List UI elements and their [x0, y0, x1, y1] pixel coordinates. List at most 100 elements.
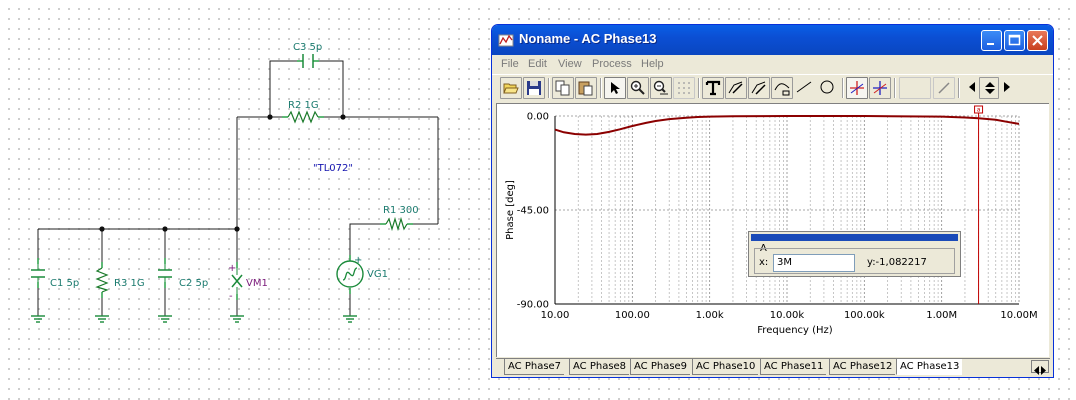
line-tool-button[interactable]: [794, 77, 816, 99]
cursor-a-icon: [850, 81, 864, 95]
grid-dots-icon: [678, 82, 690, 94]
copy-button[interactable]: [552, 77, 574, 99]
ac-phase-window: Noname - AC Phase13 File Edit View Proce…: [491, 24, 1054, 378]
cursor-x-input[interactable]: 3M: [773, 254, 855, 272]
label-r1: R1 300: [383, 205, 419, 216]
label-c3: C3 5p: [293, 42, 322, 53]
y-tick-label: -90.00: [517, 300, 549, 311]
label-vg1: VG1: [367, 269, 388, 280]
circle-icon: [820, 80, 834, 94]
x-tick-label: 1.00k: [696, 310, 724, 321]
label-vm1-minus: -: [229, 291, 233, 302]
menu-view[interactable]: View: [558, 58, 582, 70]
grid-button[interactable]: [673, 77, 695, 99]
nav-left-button[interactable]: [964, 77, 980, 99]
probe-pen-icon: [938, 82, 950, 94]
menu-help[interactable]: Help: [641, 58, 664, 70]
tab-ac-phase11[interactable]: AC Phase11: [760, 359, 827, 375]
folder-open-icon: [503, 83, 519, 94]
title-bar[interactable]: Noname - AC Phase13: [492, 25, 1053, 55]
cursor-readout[interactable]: A x: 3M y:-1,082217: [748, 231, 961, 277]
bode-curve-icon: [774, 83, 790, 96]
save-button[interactable]: [523, 77, 545, 99]
bode-tool-button[interactable]: [771, 77, 793, 99]
app-icon: [498, 34, 514, 47]
label-c2: C2 5p: [179, 278, 208, 289]
tab-scroll-arrows-icon: [1034, 366, 1046, 375]
label-r3: R3 1G: [114, 278, 145, 289]
x-tick-label: 10.00: [541, 310, 570, 321]
x-axis-label: Frequency (Hz): [757, 325, 833, 336]
paste-icon: [578, 81, 593, 96]
blank-button[interactable]: [899, 77, 931, 99]
phase-curve: [554, 115, 1020, 136]
minimize-button[interactable]: [981, 30, 1002, 51]
cursor-a-handle: [974, 105, 984, 114]
x-tick-label: 100.00k: [844, 310, 885, 321]
y-axis-label: Phase [deg]: [505, 180, 516, 240]
tab-ac-phase9[interactable]: AC Phase9: [630, 359, 691, 375]
text-t-icon: [705, 80, 721, 96]
cursor-a-handle-label: a: [977, 107, 981, 114]
arrow-left-icon: [969, 82, 975, 92]
toolbar-separator: [894, 78, 896, 98]
toolbar: [492, 74, 1053, 101]
label-opamp: "TL072": [313, 163, 353, 174]
cursor-a-button[interactable]: [846, 77, 868, 99]
label-r2: R2 1G: [288, 100, 319, 111]
x-tick-label: 10.00M: [1000, 310, 1037, 321]
menu-file[interactable]: File: [501, 58, 519, 70]
y-tick-label: -45.00: [517, 206, 549, 217]
readout-frame: [754, 248, 955, 274]
copy-icon: [555, 80, 570, 96]
x-tick-label: 10.00k: [770, 310, 805, 321]
paste-button[interactable]: [575, 77, 597, 99]
nav-updown-button[interactable]: [979, 77, 999, 99]
cursor-b-icon: [873, 81, 887, 95]
tab-ac-phase8[interactable]: AC Phase8: [569, 359, 630, 375]
zoom-100-button[interactable]: [650, 77, 672, 99]
label-vg1-plus: +: [354, 255, 362, 266]
x-tick-label: 100.00: [615, 310, 650, 321]
arrow-updown-icon: [985, 82, 995, 94]
tab-ac-phase7[interactable]: AC Phase7: [504, 359, 565, 375]
curve-edit-button[interactable]: [748, 77, 770, 99]
y-tick-label: 0.00: [527, 112, 549, 123]
tab-ac-phase13[interactable]: AC Phase13: [896, 359, 963, 375]
label-c1: C1 5p: [50, 278, 79, 289]
readout-x-label: x:: [759, 257, 769, 268]
tab-ac-phase12[interactable]: AC Phase12: [829, 359, 896, 375]
circle-tool-button[interactable]: [817, 77, 839, 99]
menu-edit[interactable]: Edit: [528, 58, 547, 70]
open-button[interactable]: [500, 77, 522, 99]
maximize-button[interactable]: [1004, 30, 1025, 51]
toolbar-separator: [548, 78, 550, 98]
window-title: Noname - AC Phase13: [519, 31, 657, 46]
curve-pen-icon: [728, 81, 743, 94]
circuit-schematic: C3 5p R2 1G "TL072" R1 300 C1 5p R3 1G C…: [31, 42, 439, 323]
toolbar-separator: [600, 78, 602, 98]
line-icon: [796, 81, 812, 93]
label-vm1: VM1: [246, 278, 268, 289]
cursor-b-button[interactable]: [869, 77, 891, 99]
tab-strip: AC Phase7 AC Phase8 AC Phase9 AC Phase10…: [496, 358, 1050, 376]
toolbar-separator: [842, 78, 844, 98]
curve-tool-button[interactable]: [725, 77, 747, 99]
curve-edit-icon: [751, 81, 766, 95]
probe-button[interactable]: [933, 77, 955, 99]
toolbar-separator: [698, 78, 700, 98]
text-tool-button[interactable]: [702, 77, 724, 99]
label-vm1-plus: +: [228, 263, 236, 274]
tab-ac-phase10[interactable]: AC Phase10: [692, 359, 759, 375]
readout-titlebar[interactable]: [751, 234, 958, 241]
zoom-in-button[interactable]: [627, 77, 649, 99]
nav-right-button[interactable]: [999, 77, 1015, 99]
tab-scroll-buttons[interactable]: [1031, 360, 1049, 375]
select-pointer-button[interactable]: [604, 77, 626, 99]
zoom-100-icon: [653, 80, 668, 95]
cursor-y-value: y:-1,082217: [867, 257, 927, 268]
menu-process[interactable]: Process: [592, 58, 632, 70]
close-button[interactable]: [1027, 30, 1048, 51]
arrow-pointer-icon: [611, 82, 620, 94]
